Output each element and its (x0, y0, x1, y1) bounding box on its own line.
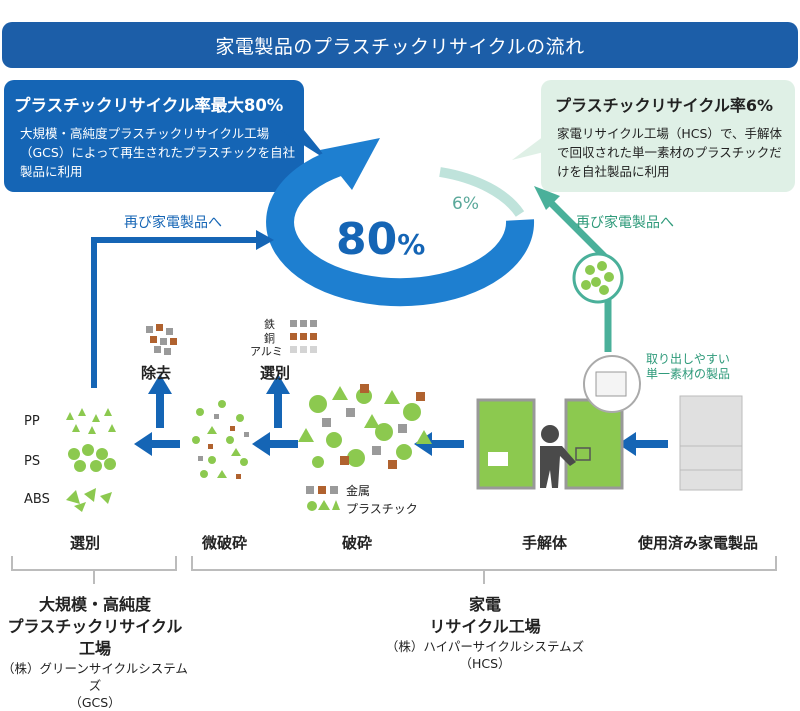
return-left-arrow (91, 237, 258, 388)
sorted-metal-squares (290, 320, 317, 353)
resin-ps-label: PS (24, 454, 41, 469)
cycle-6-arc (439, 167, 525, 217)
gcs-facility-label: 大規模・高純度 プラスチックリサイクル工場 （株）グリーンサイクルシステムズ （… (0, 594, 190, 711)
removed-pieces (146, 324, 177, 355)
remove-label: 除去 (141, 364, 172, 382)
legend-icons (306, 486, 340, 511)
sort-aluminum-label: アルミ (250, 345, 283, 358)
hcs-callout-pointer (512, 130, 552, 160)
sort-iron-label: 鉄 (264, 318, 275, 331)
hcs-callout-body: 家電リサイクル工場（HCS）で、手解体で回収された単一素材のプラスチックだけを自… (557, 126, 782, 179)
cycle-80-value: 80% (336, 214, 425, 265)
crushed-pieces (298, 384, 432, 469)
hcs-facility-line2: リサイクル工場 (429, 617, 541, 636)
hcs-facility-abbr: （HCS） (459, 656, 511, 671)
single-material-note-line1: 取り出しやすい (646, 352, 730, 366)
hcs-facility-company: （株）ハイパーサイクルシステムズ (385, 639, 585, 654)
gcs-callout-pointer (280, 130, 330, 162)
gcs-facility-abbr: （GCS） (69, 695, 121, 710)
hcs-facility-line1: 家電 (468, 595, 501, 614)
page-title-banner: 家電製品のプラスチックリサイクルの流れ (2, 22, 798, 68)
worker-icon (540, 425, 576, 488)
cycle-6-value: 6% (452, 194, 479, 214)
gcs-callout-title: プラスチックリサイクル率最大80% (14, 96, 284, 115)
hcs-callout-title: プラスチックリサイクル率6% (555, 96, 774, 115)
legend-metal-label: 金属 (346, 484, 371, 498)
gcs-facility-line2: プラスチックリサイクル工場 (7, 617, 183, 658)
hcs-facility-label: 家電 リサイクル工場 （株）ハイパーサイクルシステムズ （HCS） (380, 594, 590, 672)
stage-fine-crushing: 微破砕 (202, 534, 248, 552)
resin-abs-label: ABS (24, 492, 50, 507)
legend-plastic-label: プラスチック (346, 502, 418, 516)
gcs-callout-body: 大規模・高純度プラスチックリサイクル工場（GCS）によって再生されたプラスチック… (20, 126, 296, 179)
sort-copper-label: 銅 (264, 332, 275, 345)
stage-used-appliances: 使用済み家電製品 (638, 534, 759, 552)
return-right-label: 再び家電製品へ (576, 215, 674, 231)
resin-pp-label: PP (24, 414, 40, 429)
cycle-80-unit: % (397, 228, 426, 261)
stage-sorting: 選別 (70, 534, 101, 552)
recycle-flow-diagram (11, 138, 777, 584)
select-label: 選別 (260, 364, 291, 382)
cycle-80-arc (266, 146, 535, 307)
fine-crushed-pieces (192, 400, 249, 479)
stage-crushing: 破砕 (342, 534, 373, 552)
cycle-80-arrowhead (320, 138, 380, 190)
single-material-note-line2: 単一素材の製品 (646, 367, 731, 381)
page-title: 家電製品のプラスチックリサイクルの流れ (215, 35, 585, 58)
cycle-80-number: 80 (336, 214, 398, 265)
gcs-callout: プラスチックリサイクル率最大80% 大規模・高純度プラスチックリサイクル工場（G… (4, 80, 304, 192)
gcs-facility-company: （株）グリーンサイクルシステムズ (2, 661, 188, 693)
return-left-label: 再び家電製品へ (124, 215, 222, 231)
used-appliance-icon (679, 395, 743, 491)
stage-hand-disassembly: 手解体 (522, 534, 568, 552)
facility-brackets (11, 556, 777, 584)
gcs-facility-line1: 大規模・高純度 (38, 595, 151, 614)
hand-disassembly-panels (476, 398, 624, 490)
single-material-note: 取り出しやすい 単一素材の製品 (646, 352, 730, 382)
hcs-callout: プラスチックリサイクル率6% 家電リサイクル工場（HCS）で、手解体で回収された… (541, 80, 795, 192)
resin-groups (66, 408, 116, 512)
